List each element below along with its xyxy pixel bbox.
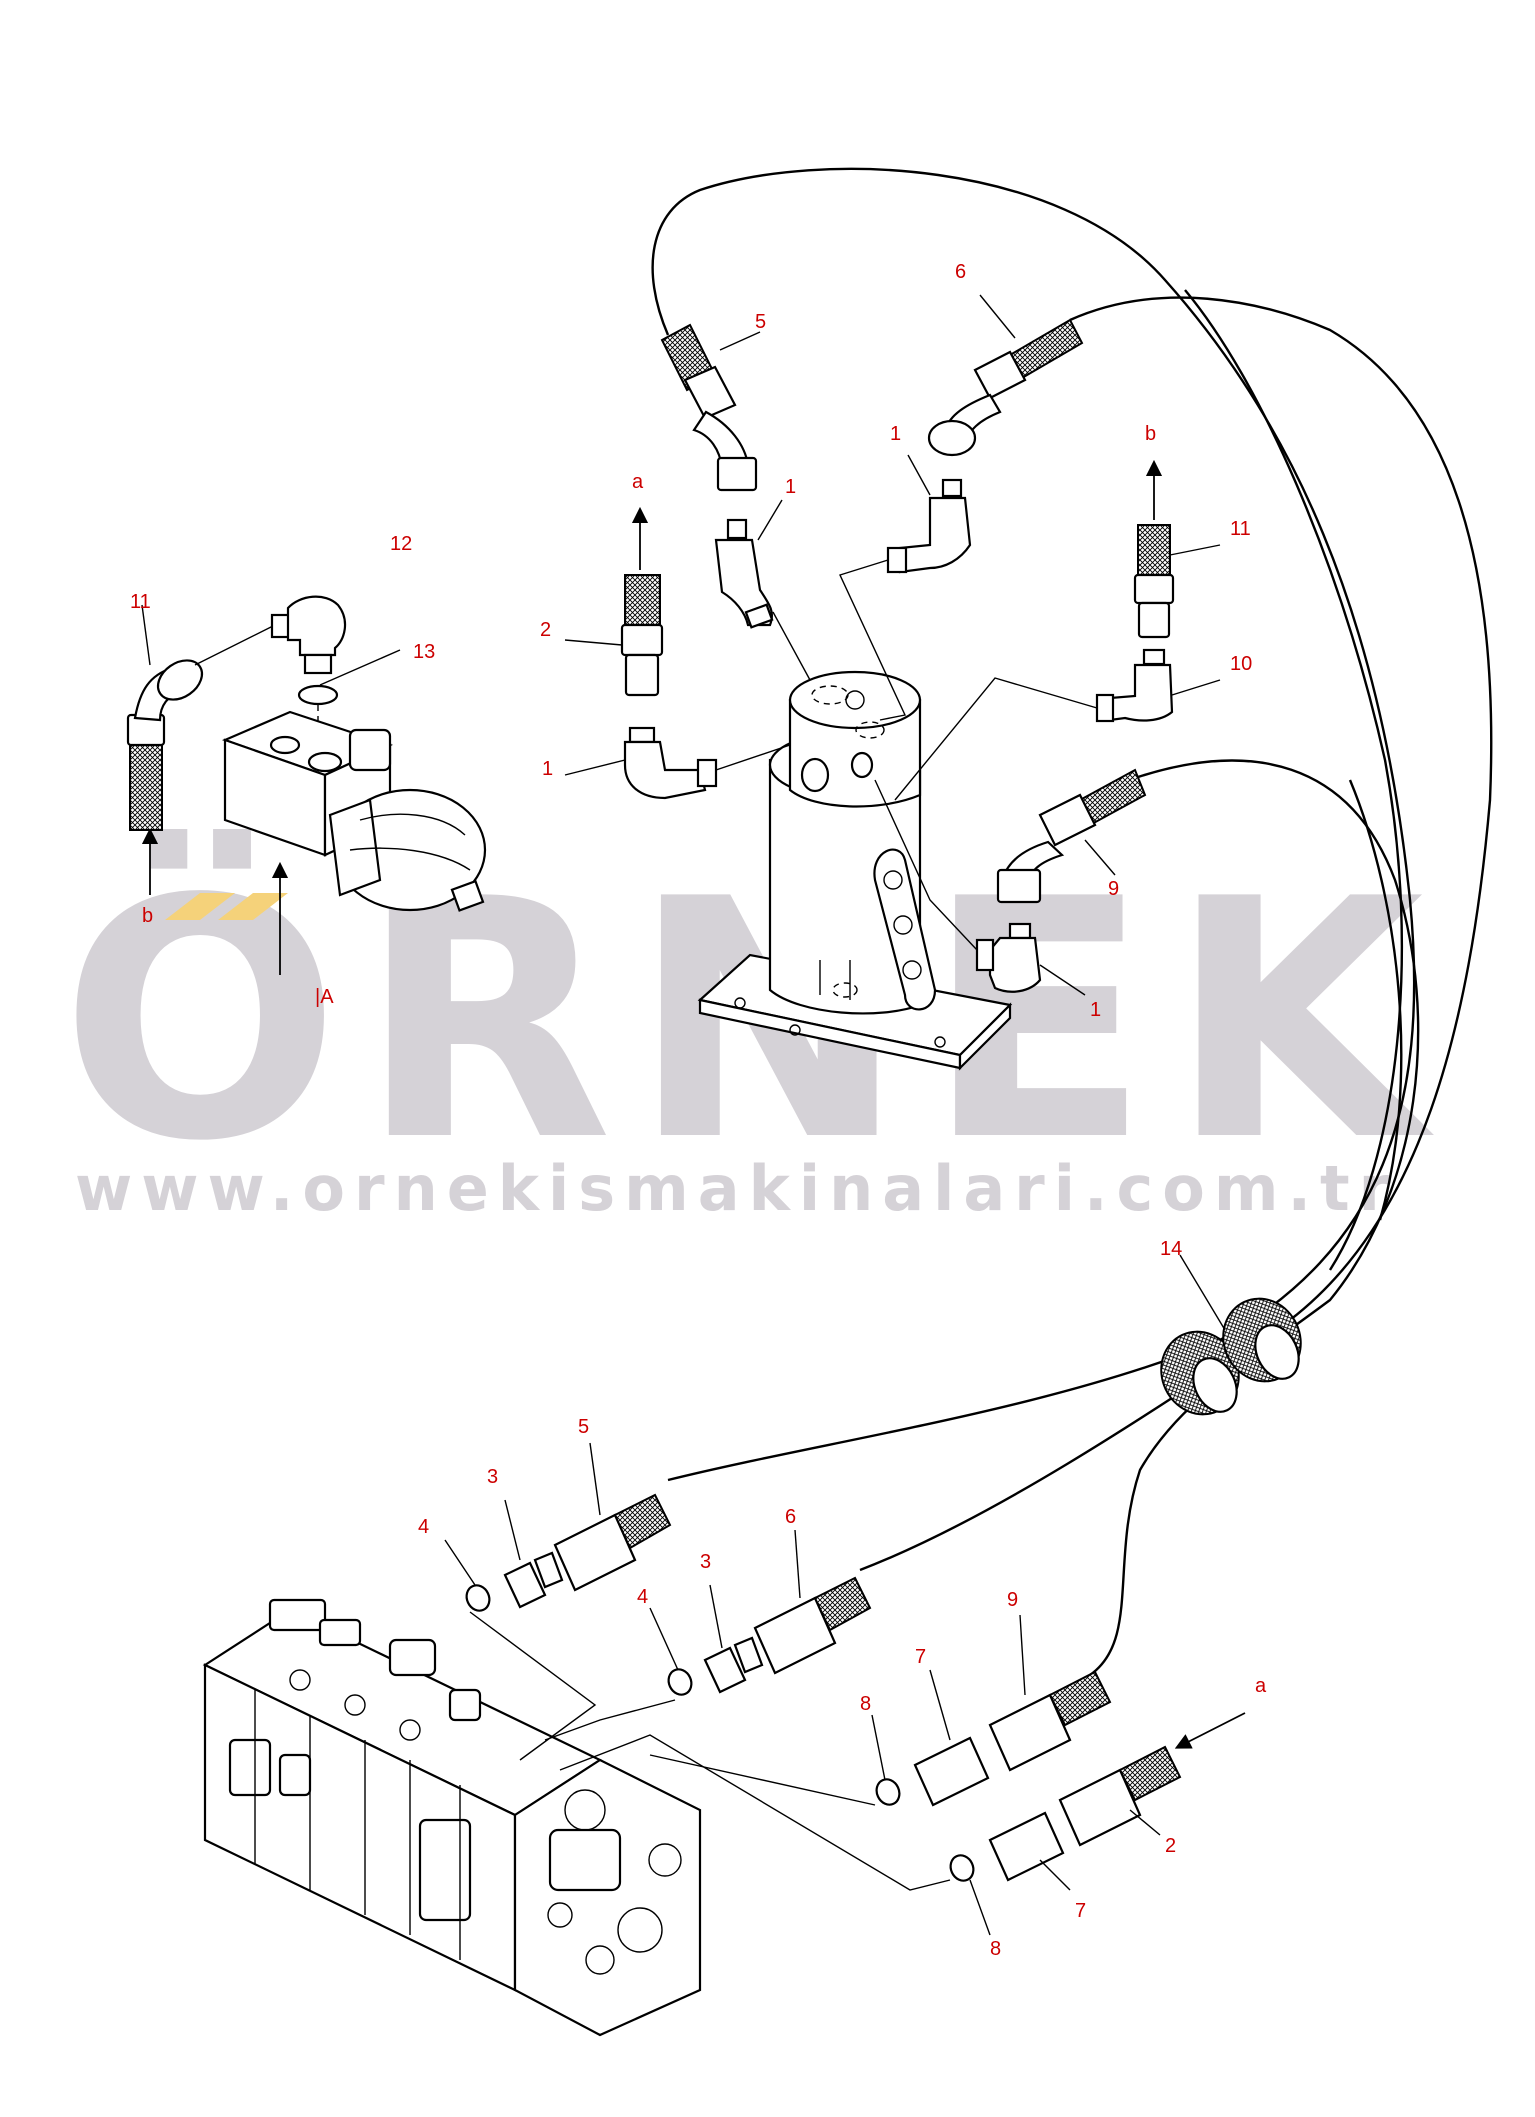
callout-labels: 5 6 1 1 a b 2 11 10 1 9 1 12 11 13 b |A … — [130, 261, 1267, 1960]
callout-7-a: 7 — [915, 1646, 926, 1668]
swivel-joint — [697, 670, 1013, 1071]
valve-assembly — [126, 595, 487, 912]
callout-1-bottom-right: 1 — [1090, 999, 1101, 1021]
callout-11-left: 11 — [130, 591, 151, 613]
callout-5-lower: 5 — [578, 1416, 589, 1438]
flow-arrows — [141, 459, 1246, 1749]
callout-8-a: 8 — [860, 1693, 871, 1715]
callout-9-top: 9 — [1108, 878, 1119, 900]
callout-b-left: b — [142, 905, 153, 927]
callout-8-b: 8 — [990, 1938, 1001, 1960]
callout-3-a: 3 — [487, 1466, 498, 1488]
watermark-umlaut-left — [165, 893, 235, 920]
callout-12: 12 — [390, 533, 412, 555]
watermark-umlaut-right — [218, 893, 288, 920]
callout-5-top: 5 — [755, 311, 766, 333]
top-fittings — [620, 318, 1175, 993]
callout-7-b: 7 — [1075, 1900, 1086, 1922]
hose-clamp — [1160, 1297, 1302, 1416]
callout-a-lower: a — [1255, 1675, 1267, 1697]
callout-6-top: 6 — [955, 261, 966, 283]
callout-3-b: 3 — [700, 1551, 711, 1573]
hose-routes — [651, 167, 1493, 1676]
callout-2-lower: 2 — [1165, 1835, 1176, 1857]
lower-fittings — [141, 604, 1226, 1936]
callout-4-b: 4 — [637, 1586, 648, 1608]
callout-a-top: a — [632, 471, 644, 493]
leader-lines — [564, 294, 1221, 996]
callout-14: 14 — [1160, 1238, 1182, 1260]
watermark-url: www.ornekismakinalari.com.tr — [75, 1152, 1398, 1225]
callout-13: 13 — [413, 641, 435, 663]
callout-4-a: 4 — [418, 1516, 429, 1538]
callout-view-A: |A — [315, 986, 334, 1008]
callout-6-lower: 6 — [785, 1506, 796, 1528]
callout-10: 10 — [1230, 653, 1252, 675]
control-valve-bank — [202, 1598, 702, 2037]
callout-1-lower-left: 1 — [542, 758, 553, 780]
callout-b-top: b — [1145, 423, 1156, 445]
callout-1-top-right: 1 — [890, 423, 901, 445]
callout-11-right: 11 — [1230, 518, 1251, 540]
callout-1-top-left: 1 — [785, 476, 796, 498]
watermark: ÖRNEK www.ornekismakinalari.com.tr — [60, 826, 1424, 1225]
callout-2-top: 2 — [540, 619, 551, 641]
callout-9-lower: 9 — [1007, 1589, 1018, 1611]
